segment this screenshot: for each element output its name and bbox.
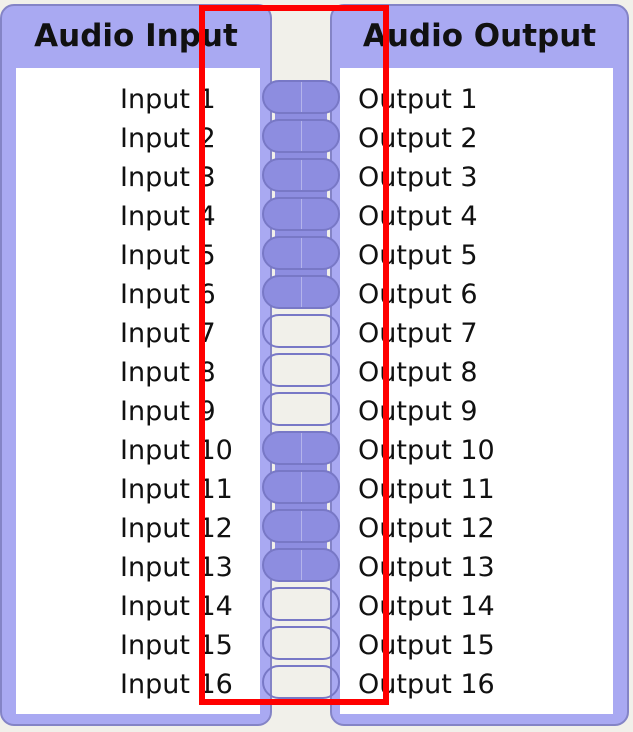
audio-input-item[interactable]: Input 2 (120, 123, 216, 154)
connection-inactive-toggle[interactable] (262, 665, 340, 699)
audio-input-item[interactable]: Input 12 (120, 513, 233, 544)
connection-active-toggle[interactable] (262, 470, 340, 504)
connection-active-toggle[interactable] (262, 275, 340, 309)
connection-inactive-toggle[interactable] (262, 392, 340, 426)
audio-input-item[interactable]: Input 4 (120, 201, 216, 232)
audio-input-item[interactable]: Input 10 (120, 435, 233, 466)
audio-output-item[interactable]: Output 16 (358, 669, 495, 700)
audio-output-item[interactable]: Output 11 (358, 474, 495, 505)
connection-active-toggle[interactable] (262, 236, 340, 270)
audio-output-item[interactable]: Output 3 (358, 162, 478, 193)
connection-active-toggle[interactable] (262, 158, 340, 192)
audio-output-item[interactable]: Output 5 (358, 240, 478, 271)
audio-input-item[interactable]: Input 8 (120, 357, 216, 388)
audio-output-item[interactable]: Output 7 (358, 318, 478, 349)
connection-active-toggle[interactable] (262, 197, 340, 231)
audio-input-list: Input 1 Input 2 Input 3 Input 4 Input 5 Input… (16, 68, 260, 714)
connection-inactive-toggle[interactable] (262, 626, 340, 660)
audio-output-item[interactable]: Output 2 (358, 123, 478, 154)
audio-output-item[interactable]: Output 13 (358, 552, 495, 583)
audio-output-item[interactable]: Output 12 (358, 513, 495, 544)
connection-inactive-toggle[interactable] (262, 587, 340, 621)
audio-output-item[interactable]: Output 8 (358, 357, 478, 388)
audio-input-item[interactable]: Input 3 (120, 162, 216, 193)
audio-input-item[interactable]: Input 6 (120, 279, 216, 310)
audio-input-item[interactable]: Input 14 (120, 591, 233, 622)
connection-active-toggle[interactable] (262, 431, 340, 465)
connection-inactive-toggle[interactable] (262, 353, 340, 387)
audio-input-item[interactable]: Input 15 (120, 630, 233, 661)
audio-output-item[interactable]: Output 9 (358, 396, 478, 427)
audio-input-panel: Audio Input Input 1 Input 2 Input 3 Input 4… (0, 4, 272, 726)
audio-output-item[interactable]: Output 10 (358, 435, 495, 466)
audio-input-item[interactable]: Input 1 (120, 84, 216, 115)
audio-output-item[interactable]: Output 6 (358, 279, 478, 310)
audio-input-item[interactable]: Input 11 (120, 474, 233, 505)
audio-output-item[interactable]: Output 14 (358, 591, 495, 622)
audio-output-item[interactable]: Output 1 (358, 84, 478, 115)
audio-output-item[interactable]: Output 15 (358, 630, 495, 661)
connection-inactive-toggle[interactable] (262, 314, 340, 348)
audio-output-item[interactable]: Output 4 (358, 201, 478, 232)
connection-active-toggle[interactable] (262, 119, 340, 153)
audio-input-item[interactable]: Input 5 (120, 240, 216, 271)
connection-bar (275, 448, 327, 565)
audio-input-title: Audio Input (34, 18, 238, 54)
connection-active-toggle[interactable] (262, 548, 340, 582)
audio-input-item[interactable]: Input 9 (120, 396, 216, 427)
audio-output-title: Audio Output (362, 18, 597, 54)
connection-active-toggle[interactable] (262, 80, 340, 114)
audio-input-item[interactable]: Input 7 (120, 318, 216, 349)
connection-active-toggle[interactable] (262, 509, 340, 543)
audio-input-item[interactable]: Input 13 (120, 552, 233, 583)
audio-output-list: Output 1 Output 2 Output 3 Output 4 Output 5… (340, 68, 613, 714)
audio-input-item[interactable]: Input 16 (120, 669, 233, 700)
